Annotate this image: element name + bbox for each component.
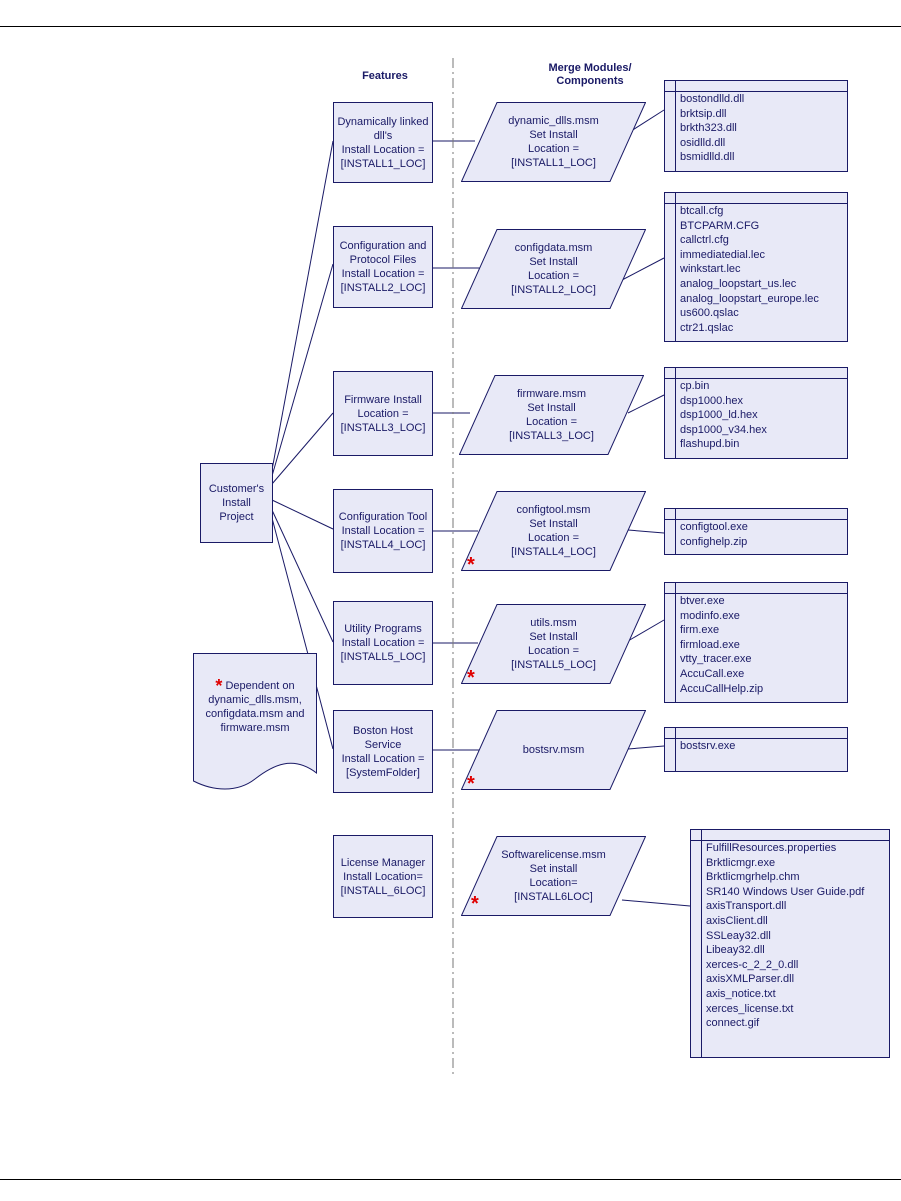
file-item: firmload.exe: [680, 638, 740, 651]
feature-box-configuration-protocol: Configuration and Protocol Files Install…: [333, 226, 433, 308]
file-item: axisTransport.dll: [706, 900, 787, 913]
file-item: analog_loopstart_us.lec: [680, 277, 797, 290]
module-label: utils.msm Set Install Location = [INSTAL…: [511, 617, 596, 671]
module-utils-msm: utils.msm Set Install Location = [INSTAL…: [461, 604, 646, 688]
top-rule: [0, 26, 901, 27]
file-list: FulfillResources.properties Brktlicmgr.e…: [706, 841, 864, 1031]
file-item: axisClient.dll: [706, 914, 768, 927]
file-item: xerces-c_2_2_0.dll: [706, 958, 799, 971]
dependency-asterisk-icon: *: [467, 667, 475, 689]
file-item: bsmidlld.dll: [680, 151, 735, 164]
file-item: Libeay32.dll: [706, 944, 765, 957]
file-item: FulfillResources.properties: [706, 842, 837, 854]
customer-install-project-box: Customer's Install Project: [200, 463, 273, 543]
module-label: configtool.msm Set Install Location = [I…: [511, 504, 596, 558]
asterisk-icon: *: [215, 676, 223, 696]
module-label: Softwarelicense.msm Set install Location…: [501, 849, 606, 903]
file-item: dsp1000_ld.hex: [680, 409, 758, 422]
module-label: bostsrv.msm: [522, 744, 585, 756]
file-item: configtool.exe: [680, 521, 748, 533]
file-list: btcall.cfg BTCPARM.CFG callctrl.cfg imme…: [680, 204, 819, 335]
file-item: axisXMLParser.dll: [706, 973, 795, 986]
file-item: vtty_tracer.exe: [680, 653, 752, 666]
features-header: Features: [362, 70, 408, 82]
file-list: btver.exe modinfo.exe firm.exe firmload.…: [680, 594, 763, 696]
file-list-softwarelicense: FulfillResources.properties Brktlicmgr.e…: [690, 829, 890, 1058]
dependency-note-text: Dependent on dynamic_dlls.msm, configdat…: [205, 680, 305, 734]
module-dynamic-dlls-msm: dynamic_dlls.msm Set Install Location = …: [461, 102, 646, 182]
file-item: dsp1000_v34.hex: [680, 423, 767, 436]
file-item: Brktlicmgrhelp.chm: [706, 871, 800, 884]
dependency-asterisk-icon: *: [467, 554, 475, 576]
feature-box-license-manager: License Manager Install Location= [INSTA…: [333, 835, 433, 918]
file-list: bostondlld.dll brktsip.dll brkth323.dll …: [680, 92, 744, 165]
file-item: brkth323.dll: [680, 122, 737, 135]
file-list: configtool.exe confighelp.zip: [680, 520, 748, 549]
module-label: dynamic_dlls.msm Set Install Location = …: [508, 115, 599, 169]
file-list-utils: btver.exe modinfo.exe firm.exe firmload.…: [664, 582, 848, 703]
module-label: configdata.msm Set Install Location = [I…: [511, 242, 596, 296]
file-item: AccuCallHelp.zip: [680, 682, 764, 695]
file-item: flashupd.bin: [680, 438, 740, 451]
file-item: SSLeay32.dll: [706, 929, 771, 942]
file-item: AccuCall.exe: [680, 667, 745, 680]
file-item: bostsrv.exe: [680, 740, 736, 752]
module-firmware-msm: firmware.msm Set Install Location = [INS…: [459, 375, 644, 455]
file-item: cp.bin: [680, 380, 710, 392]
file-list-firmware: cp.bin dsp1000.hex dsp1000_ld.hex dsp100…: [664, 367, 848, 459]
file-item: us600.qslac: [680, 307, 739, 320]
file-item: btcall.cfg: [680, 205, 724, 217]
file-item: firm.exe: [680, 624, 720, 637]
file-item: immediatedial.lec: [680, 248, 765, 261]
feature-box-utility-programs: Utility Programs Install Location = [INS…: [333, 601, 433, 685]
merge-modules-header: Merge Modules/ Components: [548, 62, 632, 87]
file-list-configdata: btcall.cfg BTCPARM.CFG callctrl.cfg imme…: [664, 192, 848, 342]
file-list-dynamic-dlls: bostondlld.dll brktsip.dll brkth323.dll …: [664, 80, 848, 172]
feature-box-dynamic-dlls: Dynamically linked dll's Install Locatio…: [333, 102, 433, 183]
file-item: BTCPARM.CFG: [680, 219, 760, 232]
dependency-asterisk-icon: *: [467, 773, 475, 795]
file-item: btver.exe: [680, 595, 725, 607]
file-item: winkstart.lec: [680, 263, 741, 276]
file-item: callctrl.cfg: [680, 234, 729, 247]
dependency-asterisk-icon: *: [471, 893, 479, 915]
file-item: modinfo.exe: [680, 609, 740, 622]
file-item: analog_loopstart_europe.lec: [680, 292, 819, 305]
file-item: brktsip.dll: [680, 107, 727, 120]
file-list-configtool: configtool.exe confighelp.zip: [664, 508, 848, 555]
file-item: dsp1000.hex: [680, 394, 743, 407]
module-bostsrv-msm: bostsrv.msm *: [461, 710, 646, 794]
file-item: osidlld.dll: [680, 136, 726, 149]
file-item: ctr21.qslac: [680, 321, 734, 334]
dependency-note: * Dependent on dynamic_dlls.msm, configd…: [193, 653, 317, 793]
file-item: xerces_license.txt: [706, 1002, 794, 1015]
module-configdata-msm: configdata.msm Set Install Location = [I…: [461, 229, 646, 309]
file-list: cp.bin dsp1000.hex dsp1000_ld.hex dsp100…: [680, 379, 767, 452]
file-item: SR140 Windows User Guide.pdf: [706, 885, 865, 898]
file-list-bostsrv: bostsrv.exe: [664, 727, 848, 772]
file-item: connect.gif: [706, 1017, 760, 1030]
module-softwarelicense-msm: Softwarelicense.msm Set install Location…: [461, 836, 646, 916]
module-label: firmware.msm Set Install Location = [INS…: [509, 388, 594, 442]
file-list: bostsrv.exe: [680, 739, 735, 754]
module-configtool-msm: configtool.msm Set Install Location = [I…: [461, 491, 646, 575]
file-item: Brktlicmgr.exe: [706, 856, 776, 869]
file-item: axis_notice.txt: [706, 987, 776, 1000]
file-item: bostondlld.dll: [680, 93, 745, 105]
bottom-rule: [0, 1179, 901, 1180]
feature-box-boston-host-service: Boston Host Service Install Location = […: [333, 710, 433, 793]
feature-box-configuration-tool: Configuration Tool Install Location = [I…: [333, 489, 433, 573]
feature-box-firmware: Firmware Install Location = [INSTALL3_LO…: [333, 371, 433, 456]
file-item: confighelp.zip: [680, 535, 748, 548]
